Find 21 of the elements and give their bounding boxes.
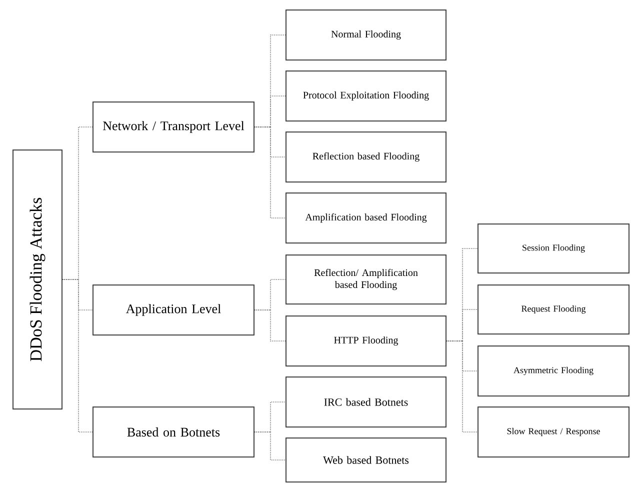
category-box: Reflection/ Amplification based Flooding [286,254,446,304]
category-box: IRC based Botnets [286,376,446,428]
category-box: Amplification based Flooding [286,192,446,244]
connector-line [254,126,286,218]
category-box: Network / Transport Level [92,102,254,152]
category-box: Reflection based Flooding [286,132,446,182]
category-box: Request Flooding [478,284,630,334]
category-box: Asymmetric Flooding [478,346,630,396]
connector-line [446,340,478,432]
category-box: Application Level [92,284,254,336]
category-box: Web based Botnets [286,438,446,482]
root-box: DDoS Flooding Attacks [12,150,62,410]
category-box: Normal Flooding [286,10,446,60]
connector-line [254,432,286,460]
category-box: Slow Request / Response [478,406,630,458]
category-box: Protocol Exploitation Flooding [286,70,446,122]
connector-line [254,310,286,342]
category-box: Session Flooding [478,224,630,274]
category-box: Based on Botnets [92,406,254,458]
connector-line [62,279,93,432]
category-box: HTTP Flooding [286,316,446,366]
